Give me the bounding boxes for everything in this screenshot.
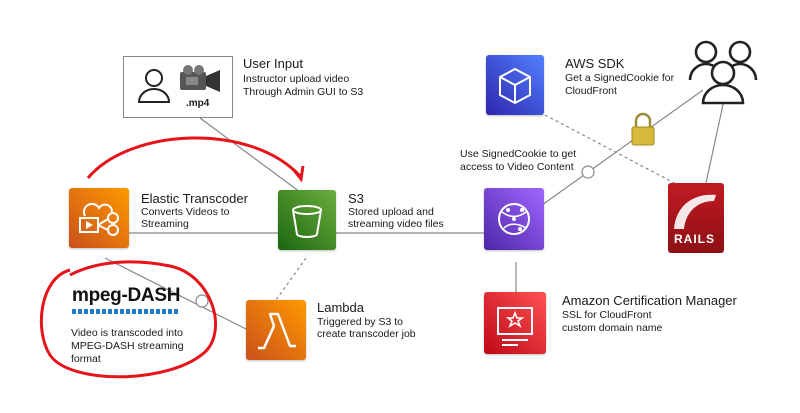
aws-sdk-desc-line1: Get a SignedCookie for	[565, 72, 675, 84]
annotation-circle	[39, 260, 217, 379]
user-icon	[137, 69, 171, 103]
cloudfront-desc-line1: Use SignedCookie to get	[460, 148, 577, 160]
mpeg-dash-desc-line3: format	[71, 353, 101, 365]
rails-logo-text: RAILS	[674, 232, 715, 246]
aws-sdk-tile	[486, 55, 544, 115]
connector-dot-dash	[195, 294, 209, 308]
mpeg-dash-logo: mpeg-DASH	[72, 285, 181, 306]
user-input-desc-line1: Instructor upload video	[243, 73, 350, 85]
connector-user-to-s3	[199, 117, 301, 193]
mpeg-dash-logo-bar	[72, 309, 178, 314]
s3-desc-line2: streaming video files	[348, 218, 444, 230]
s3-desc-line1: Stored upload and	[348, 206, 434, 218]
connector-users-to-rails	[705, 99, 725, 184]
acm-desc-line2: custom domain name	[562, 322, 663, 334]
annotation-arrowhead	[291, 165, 305, 183]
connector-cloudfront-to-users	[541, 89, 704, 206]
padlock-icon	[631, 112, 655, 146]
rails-logo	[668, 183, 724, 253]
acm-tile	[484, 292, 546, 354]
cloudfront-tile	[484, 188, 544, 250]
cloudfront-icon	[498, 203, 530, 235]
elastic-transcoder-desc-line2: Streaming	[141, 218, 189, 230]
connector-transcoder-to-lambda	[104, 257, 249, 331]
cloudfront-desc-line2: access to Video Content	[460, 161, 574, 173]
mpeg-dash-desc-line1: Video is transcoded into	[71, 327, 183, 339]
aws-sdk-cube-icon	[499, 67, 531, 105]
connector-sdk-to-rails	[544, 114, 681, 187]
s3-title: S3	[348, 191, 364, 206]
file-type-label: .mp4	[186, 98, 210, 109]
acm-title: Amazon Certification Manager	[562, 293, 737, 308]
user-input-desc-line2: Through Admin GUI to S3	[243, 86, 364, 98]
lambda-title: Lambda	[317, 300, 364, 315]
elastic-transcoder-tile	[69, 188, 129, 248]
acm-desc-line1: SSL for CloudFront	[562, 309, 652, 321]
aws-sdk-title: AWS SDK	[565, 56, 625, 71]
certificate-manager-icon	[497, 307, 533, 346]
annotation-arrow	[86, 136, 302, 179]
lambda-tile	[246, 300, 306, 360]
s3-tile	[278, 190, 336, 250]
lambda-icon	[258, 312, 296, 350]
elastic-transcoder-title: Elastic Transcoder	[141, 191, 248, 206]
elastic-transcoder-icon	[79, 202, 119, 236]
connector-dot-cloudfront	[581, 165, 595, 179]
rails-track-mark	[674, 194, 716, 229]
users-group-icon	[688, 40, 758, 105]
lambda-desc-line1: Triggered by S3 to	[317, 316, 403, 328]
elastic-transcoder-desc-line1: Converts Videos to	[141, 206, 230, 218]
s3-bucket-icon	[292, 205, 322, 238]
aws-sdk-desc-line2: CloudFront	[565, 85, 617, 97]
lambda-desc-line2: create transcoder job	[317, 328, 416, 340]
user-input-title: User Input	[243, 56, 303, 71]
mpeg-dash-desc-line2: MPEG-DASH streaming	[71, 340, 184, 352]
video-camera-icon	[180, 65, 220, 92]
connector-s3-to-lambda	[275, 257, 307, 301]
